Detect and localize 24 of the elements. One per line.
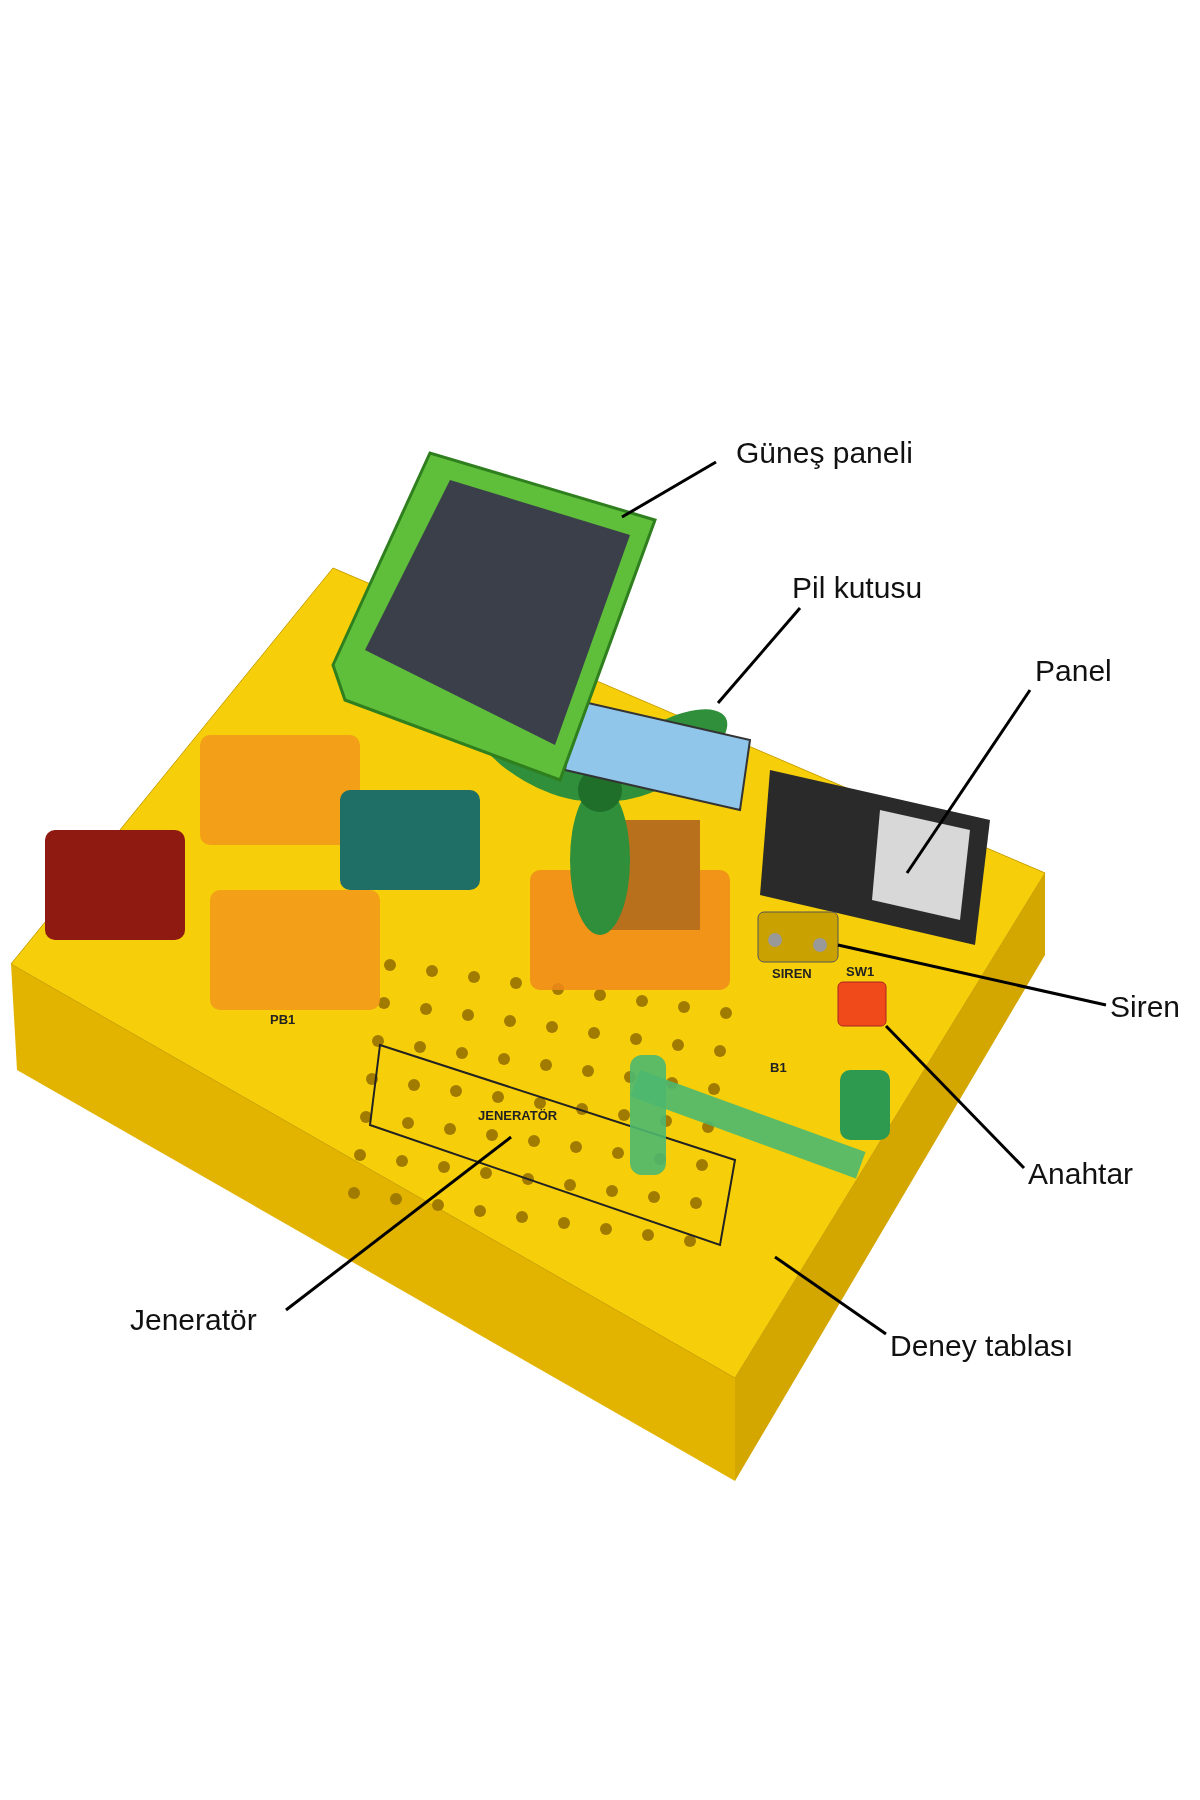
callout-label: Siren: [1110, 989, 1181, 1025]
leader-line: [285, 1135, 512, 1312]
panel-drawing: [760, 770, 990, 945]
leader-line: [716, 607, 802, 704]
leader-line: [621, 460, 717, 519]
callout-label: Pil kutusu: [792, 570, 923, 606]
leader-line: [884, 1024, 1026, 1170]
leader-line: [837, 943, 1107, 1007]
switch-button: [837, 981, 887, 1027]
leader-line: [774, 1255, 887, 1336]
callout-label: Jeneratör: [130, 1302, 257, 1338]
solar-panel-drawing: [331, 451, 657, 782]
callout-label: Güneş paneli: [736, 435, 913, 471]
callout-label: Deney tablası: [890, 1328, 1074, 1364]
callout-label: Panel: [1035, 653, 1112, 689]
printed-marking: SIREN: [772, 966, 812, 981]
printed-marking: SW1: [846, 964, 875, 979]
printed-marking: PB1: [270, 1012, 296, 1027]
generator-drawing: [368, 1043, 890, 1247]
printed-marking: B1: [770, 1060, 787, 1075]
siren-drawing: [757, 911, 839, 963]
callout-label: Anahtar: [1028, 1156, 1134, 1192]
leader-line: [905, 689, 1032, 874]
printed-marking: JENERATÖR: [478, 1108, 558, 1123]
